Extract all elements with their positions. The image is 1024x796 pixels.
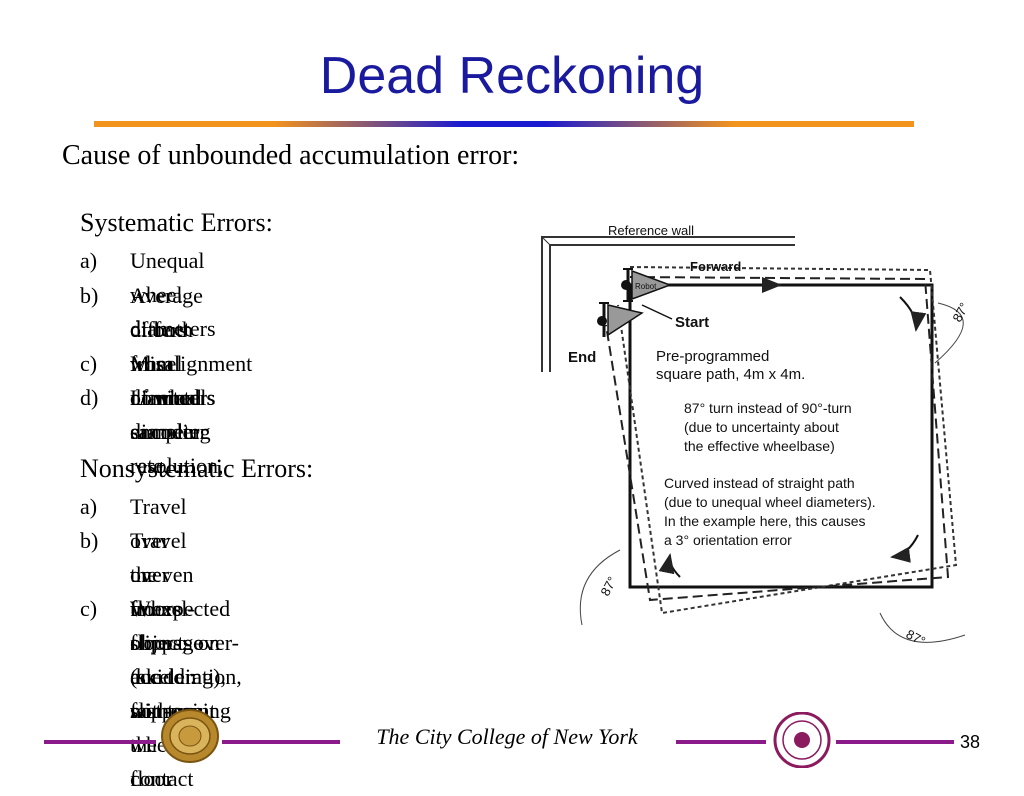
reference-wall bbox=[541, 236, 795, 372]
robotics-lab-seal-logo bbox=[773, 712, 831, 768]
angle-arc-bottom-left bbox=[579, 549, 621, 626]
list-item-label: c) bbox=[80, 596, 98, 621]
list-item-text: Travel over unexpected objects on bbox=[130, 528, 231, 655]
nonsystematic-errors-heading: Nonsystematic Errors: bbox=[80, 454, 314, 483]
preprogrammed-square-path bbox=[628, 283, 934, 589]
list-item-text: floors; over-acceleration, fast turning bbox=[130, 630, 242, 723]
angle-label-top-right: 87° bbox=[949, 300, 970, 324]
list-item-text: differs from nominal diameter bbox=[130, 317, 207, 444]
actual-path-dashed bbox=[605, 276, 950, 602]
angle-label-bottom-left: 87° bbox=[597, 574, 619, 598]
list-item-label: b) bbox=[80, 283, 99, 308]
list-item-text: Unequal wheel diameters bbox=[130, 248, 216, 341]
list-item-label: b) bbox=[80, 528, 99, 553]
start-pointer bbox=[641, 304, 673, 320]
curve-note-line4: a 3° orientation error bbox=[664, 532, 792, 548]
footer-line bbox=[676, 740, 766, 744]
curve-note-line2: (due to unequal wheel diameters). bbox=[664, 494, 876, 510]
angle-label-bottom-right: 87° bbox=[904, 626, 928, 648]
ccny-seal-logo bbox=[161, 709, 219, 763]
list-item-text: Travel over uneven floors bbox=[130, 494, 194, 621]
list-item-text: sampling rate, … bbox=[130, 419, 211, 478]
start-robot bbox=[621, 268, 673, 302]
turn-arrow-bottom-right bbox=[890, 534, 919, 563]
page-number: 38 bbox=[960, 732, 981, 752]
curve-note-line3: In the example here, this causes bbox=[664, 513, 866, 529]
forward-label: Forward bbox=[690, 259, 741, 274]
footer-line bbox=[44, 740, 156, 744]
dead-reckoning-diagram: Reference wall Robot Forward Start End P… bbox=[541, 223, 970, 649]
reference-wall-label: Reference wall bbox=[608, 223, 694, 238]
end-label: End bbox=[568, 349, 596, 366]
end-robot bbox=[597, 302, 644, 337]
angle-arc-top-right bbox=[934, 302, 964, 364]
list-item-text: Average of both wheel diameters bbox=[130, 283, 216, 410]
institution-name: The City College of New York bbox=[376, 724, 638, 749]
footer-line bbox=[836, 740, 954, 744]
turn-arrow-top-right bbox=[899, 296, 927, 332]
preprogrammed-label-line2: square path, 4m x 4m. bbox=[656, 366, 805, 383]
turn-note-line3: the effective wheelbase) bbox=[684, 438, 835, 454]
robot-label: Robot bbox=[635, 282, 657, 291]
list-item-text: Wheel-slippage due to : slippery bbox=[130, 596, 204, 723]
turn-note-line2: (due to uncertainty about bbox=[684, 419, 839, 435]
footer-line bbox=[222, 740, 340, 744]
list-item-label: d) bbox=[80, 385, 99, 410]
list-item-label: c) bbox=[80, 351, 98, 376]
start-label: Start bbox=[675, 314, 709, 331]
list-item-text: the floor bbox=[130, 562, 173, 621]
systematic-errors-heading: Systematic Errors: bbox=[80, 208, 273, 237]
preprogrammed-label-line1: Pre-programmed bbox=[656, 348, 769, 365]
list-item-text: Limited encoder resolution, bbox=[130, 385, 224, 478]
turn-note-line1: 87° turn instead of 90°-turn bbox=[684, 400, 852, 416]
actual-path-dotted bbox=[617, 266, 958, 615]
list-item-label: a) bbox=[80, 248, 98, 273]
turn-arrow-bottom-left bbox=[658, 553, 681, 578]
angle-arc-bottom-right bbox=[879, 612, 966, 643]
list-item-text: Misalignment of wheels bbox=[130, 351, 253, 410]
slide-subtitle: Cause of unbounded accumulation error: bbox=[62, 140, 520, 171]
list-item-label: a) bbox=[80, 494, 98, 519]
slide-title: Dead Reckoning bbox=[319, 47, 705, 105]
curve-note-line1: Curved instead of straight path bbox=[664, 475, 855, 491]
title-underline bbox=[94, 121, 914, 127]
